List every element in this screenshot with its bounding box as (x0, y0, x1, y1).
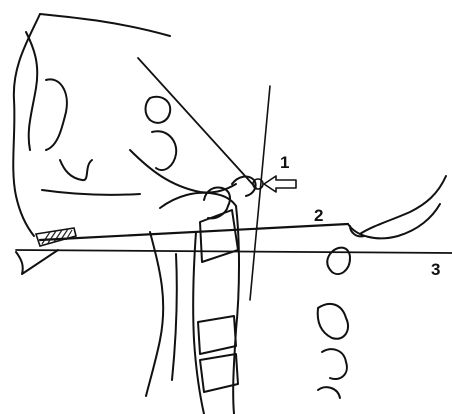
zygomatic-contour (146, 97, 171, 123)
maxillary-contour (60, 160, 92, 180)
vertebra-c2 (200, 210, 238, 262)
point-1-marker (253, 176, 296, 192)
anterior-cranial-base (40, 14, 170, 36)
mandible-region (16, 250, 58, 274)
label-1: 1 (280, 153, 289, 172)
spinous-process-c2 (318, 304, 348, 339)
cervical-spine (146, 177, 256, 414)
lower-lip-contour (16, 250, 58, 274)
frontal-outline (13, 14, 40, 236)
hatched-region (36, 228, 76, 246)
hollow-arrow-left-icon (264, 176, 296, 192)
pharyngeal-wall (146, 232, 163, 396)
palate-contour (130, 150, 236, 193)
occipital-region (318, 176, 446, 398)
spinous-process-c4 (318, 387, 340, 398)
prevertebral-tissue (172, 254, 177, 380)
orbit-outline (46, 79, 67, 150)
atlas-contour (232, 177, 256, 196)
skull-outline (13, 14, 236, 236)
frontal-inner-contour (26, 32, 37, 150)
nasal-floor-contour (42, 190, 140, 195)
label-3: 3 (431, 260, 440, 279)
pterygoid-contour (152, 131, 176, 170)
label-2: 2 (314, 206, 323, 225)
soft-palate-contour (160, 193, 236, 208)
vertebra-c4 (200, 354, 238, 392)
spinous-process-c3 (322, 349, 347, 379)
vertebra-c3 (198, 316, 236, 354)
occiput-outer (360, 176, 446, 234)
reference-line-2 (40, 224, 348, 240)
